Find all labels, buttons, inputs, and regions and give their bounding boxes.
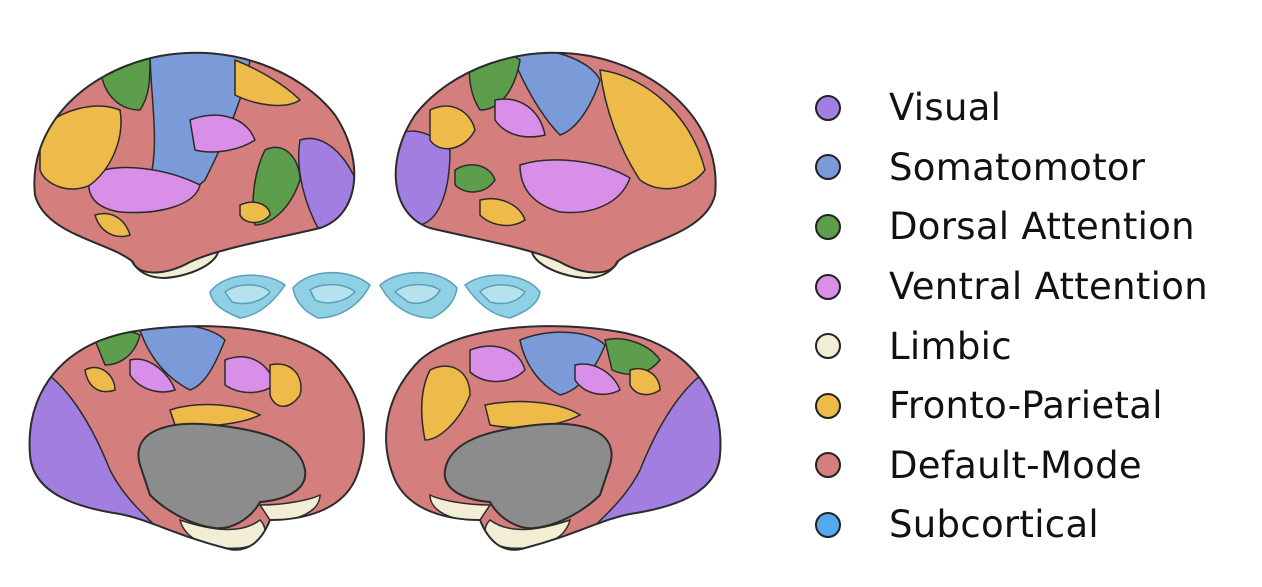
legend-label-dorsal-attention: Dorsal Attention (889, 205, 1195, 249)
subcortical-view-1 (209, 274, 287, 319)
legend-label-limbic: Limbic (889, 324, 1012, 368)
legend-item-subcortical: Subcortical (815, 495, 1255, 555)
subcortical-view-4 (463, 274, 541, 319)
legend-swatch-visual (815, 94, 841, 121)
right-lateral-hemisphere (394, 51, 717, 280)
legend-label-fronto-parietal: Fronto-Parietal (889, 384, 1163, 428)
subcortical-view-2 (292, 271, 371, 319)
subcortical-view-3 (379, 271, 458, 319)
legend-swatch-somatomotor (815, 154, 841, 181)
legend-swatch-ventral-attention (815, 273, 841, 300)
legend-item-somatomotor: Somatomotor (815, 138, 1255, 198)
subcortical-renders (209, 271, 541, 319)
legend-label-default-mode: Default-Mode (889, 443, 1142, 487)
legend-item-visual: Visual (815, 78, 1255, 138)
left-lateral-hemisphere (33, 51, 356, 280)
legend-label-subcortical: Subcortical (889, 503, 1099, 547)
legend-item-ventral-attention: Ventral Attention (815, 257, 1255, 317)
legend-item-dorsal-attention: Dorsal Attention (815, 197, 1255, 257)
legend-item-default-mode: Default-Mode (815, 436, 1255, 496)
legend-label-ventral-attention: Ventral Attention (889, 265, 1208, 309)
legend-item-limbic: Limbic (815, 316, 1255, 376)
legend-swatch-fronto-parietal (815, 392, 841, 419)
legend-swatch-default-mode (815, 452, 841, 479)
legend-swatch-subcortical (815, 511, 841, 538)
legend-swatch-limbic (815, 333, 841, 360)
legend-label-visual: Visual (889, 86, 1002, 130)
brain-network-figure (28, 51, 722, 551)
left-medial-hemisphere (28, 325, 365, 551)
legend-item-fronto-parietal: Fronto-Parietal (815, 376, 1255, 436)
legend-label-somatomotor: Somatomotor (889, 145, 1146, 189)
right-medial-hemisphere (385, 325, 722, 551)
legend-swatch-dorsal-attention (815, 213, 841, 240)
network-legend: Visual Somatomotor Dorsal Attention Vent… (815, 78, 1255, 555)
